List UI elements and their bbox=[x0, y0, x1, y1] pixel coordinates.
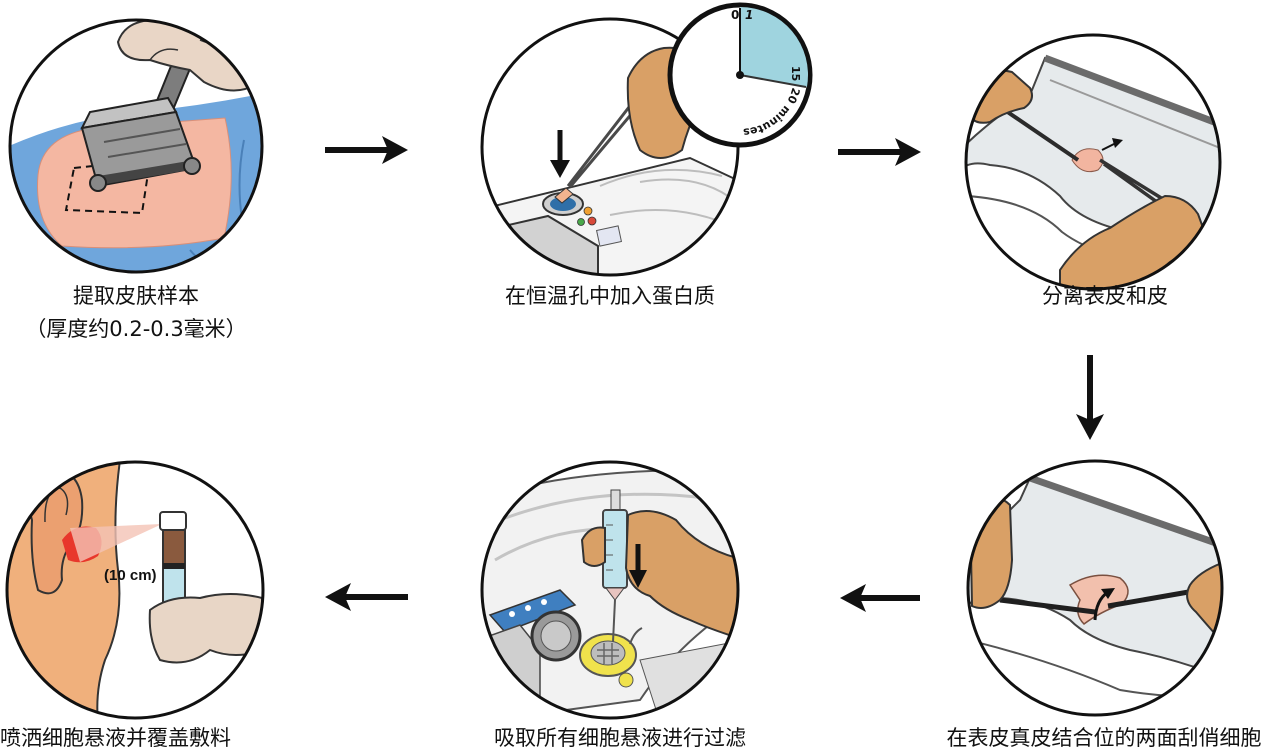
cell-suspension bbox=[164, 531, 184, 564]
device-label bbox=[595, 225, 623, 247]
timer-tick-20: 20 bbox=[784, 86, 802, 106]
step-1-note: （厚度约0.2-0.3毫米） bbox=[25, 318, 247, 340]
control-button bbox=[541, 599, 547, 605]
step-2-caption: 在恒温孔中加入蛋白质 bbox=[505, 285, 715, 307]
strainer-tether bbox=[629, 627, 643, 645]
applicator-nozzle bbox=[159, 511, 187, 531]
arrow-step2-to-step3 bbox=[838, 138, 921, 166]
indicator-green bbox=[577, 218, 585, 226]
down-arrow-icon bbox=[550, 130, 570, 178]
scalpel-right bbox=[1107, 587, 1201, 609]
dermatome-knob-left bbox=[89, 174, 107, 192]
step-1-illustration bbox=[11, 21, 261, 271]
applicator-band bbox=[163, 563, 185, 569]
step-5-frame bbox=[480, 460, 740, 720]
step-5-illustration bbox=[483, 463, 737, 717]
step-6-frame bbox=[5, 460, 265, 720]
down-arrow-icon bbox=[629, 544, 647, 588]
syringe-scale bbox=[606, 524, 613, 571]
gloved-fingers bbox=[580, 526, 606, 567]
indicator-orange bbox=[583, 206, 593, 216]
step-3-frame bbox=[964, 33, 1222, 291]
hand bbox=[148, 593, 262, 664]
arrow-step1-to-step2 bbox=[325, 136, 408, 164]
control-panel bbox=[488, 589, 577, 633]
spray-distance-label: (10 cm) bbox=[104, 567, 157, 584]
tweezers-left bbox=[999, 597, 1096, 615]
tray-rim bbox=[1028, 474, 1221, 552]
timer-hand-end bbox=[739, 74, 807, 88]
tray-rim bbox=[1043, 54, 1219, 132]
dermatome-knob-right bbox=[183, 157, 201, 175]
skin-sample bbox=[554, 187, 574, 204]
syringe-tip bbox=[605, 587, 625, 601]
control-button bbox=[525, 605, 531, 611]
step-4-caption: 在表皮真皮结合位的两面刮俏细胞 bbox=[946, 727, 1262, 749]
timer-tick-1: 1 bbox=[745, 8, 753, 22]
gloved-hand bbox=[624, 510, 737, 642]
step-6-caption: 喷洒细胞悬液并覆盖敷料 bbox=[0, 727, 231, 749]
patient-face bbox=[8, 463, 122, 717]
dermatome-roller bbox=[91, 160, 197, 186]
step-3-illustration bbox=[967, 36, 1219, 288]
strainer-cap bbox=[618, 672, 634, 688]
well-insert bbox=[550, 197, 576, 211]
arrow-step4-to-step5 bbox=[840, 584, 920, 612]
well-insert bbox=[540, 620, 572, 652]
timer-tick-15: 15 bbox=[789, 66, 802, 81]
syringe-barrel bbox=[602, 509, 628, 589]
step-3-caption: 分离表皮和皮 bbox=[1042, 285, 1168, 307]
step-6-illustration: (10 cm) bbox=[8, 463, 262, 717]
arrow-step5-to-step6 bbox=[325, 583, 408, 611]
strainer-mesh bbox=[590, 640, 626, 666]
syringe-needle bbox=[612, 599, 616, 643]
syringe-plunger bbox=[610, 489, 621, 513]
tray-inner-edge bbox=[1049, 79, 1219, 151]
step-4-illustration bbox=[969, 462, 1221, 714]
timer-elapsed-sector bbox=[740, 6, 809, 87]
peel-arrow-icon bbox=[1101, 138, 1123, 151]
indicator-red bbox=[587, 216, 597, 226]
step-1-frame bbox=[8, 18, 264, 274]
arrow-step3-to-step4 bbox=[1076, 355, 1104, 440]
timer-center bbox=[736, 71, 744, 79]
device-front bbox=[483, 624, 541, 717]
control-button bbox=[509, 611, 515, 617]
strainer-grid bbox=[597, 643, 619, 664]
scrape-arrow-icon bbox=[1093, 588, 1115, 621]
timer-tick-0: 0 bbox=[731, 8, 739, 22]
step-5-caption: 吸取所有细胞悬液进行过滤 bbox=[494, 727, 746, 749]
step-4-frame bbox=[966, 459, 1224, 717]
step-1-caption: 提取皮肤样本 bbox=[73, 285, 199, 307]
spray-mist bbox=[70, 524, 162, 562]
dermatome-grooves bbox=[103, 128, 187, 158]
